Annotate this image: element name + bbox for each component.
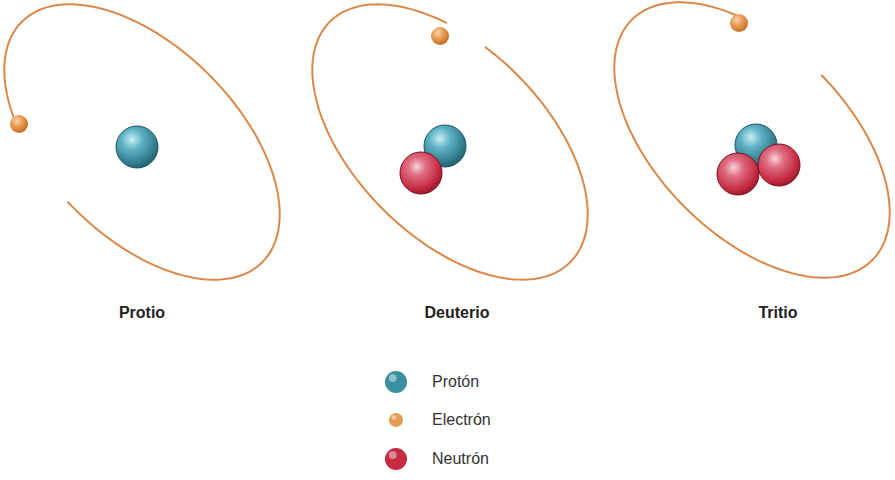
electron [10,115,28,133]
legend-swatch [381,444,411,474]
legend-swatch [381,405,411,435]
orbit-lines [4,2,889,279]
legend-swatch [381,367,411,397]
legend-highlight [389,451,397,459]
legend-text: Protón [432,373,479,391]
isotope-name: Tritio [758,304,797,322]
proton [116,126,158,168]
electron [431,27,449,45]
neutron [758,144,800,186]
electron [730,14,748,32]
legend-highlight [391,415,396,420]
isotope-name: Deuterio [425,304,490,322]
legend-sphere [385,371,407,393]
orbit [4,4,279,279]
neutron [400,152,442,194]
orbit [312,4,587,279]
legend-highlight [389,374,397,382]
legend-text: Neutrón [432,450,489,468]
legend-sphere [385,448,407,470]
legend-text: Electrón [432,411,491,429]
neutron [717,153,759,195]
legend-sphere [389,413,403,427]
orbit [614,2,889,277]
isotope-name: Protio [119,304,165,322]
